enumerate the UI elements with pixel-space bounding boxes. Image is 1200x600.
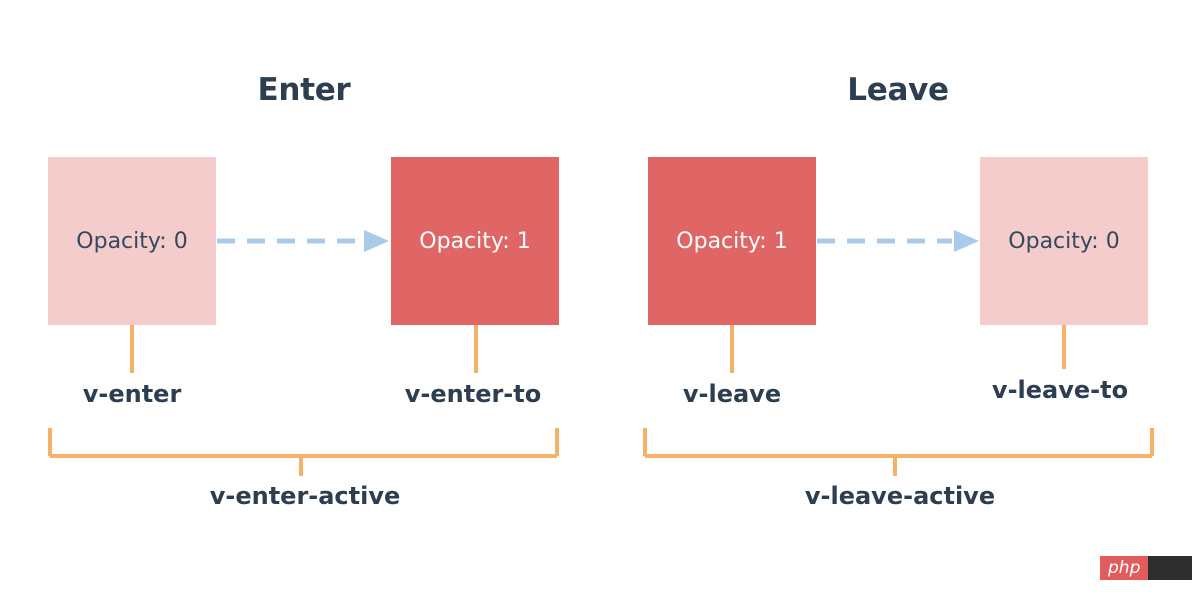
leave-end-class-label: v-leave-to [991,376,1129,404]
enter-start-box: Opacity: 0 [48,157,216,325]
enter-end-class-label: v-enter-to [404,380,542,408]
leave-end-box: Opacity: 0 [980,157,1148,325]
php-watermark-text: php [1100,556,1149,580]
enter-start-connector [130,325,134,373]
leave-start-box: Opacity: 1 [648,157,816,325]
enter-start-class-label: v-enter [82,380,182,408]
leave-start-connector [730,325,734,373]
enter-start-box-label: Opacity: 0 [76,228,188,254]
leave-arrow [817,230,979,252]
enter-end-connector [474,325,478,373]
enter-active-class-label: v-enter-active [209,482,401,510]
leave-active-bracket [643,428,1154,476]
enter-end-box-label: Opacity: 1 [419,228,531,254]
enter-heading: Enter [257,72,351,108]
leave-end-connector [1062,325,1066,369]
enter-arrow [217,230,389,252]
leave-start-class-label: v-leave [682,380,782,408]
leave-heading: Leave [847,72,949,108]
leave-start-box-label: Opacity: 1 [676,228,788,254]
enter-end-box: Opacity: 1 [391,157,559,325]
leave-active-class-label: v-leave-active [804,482,996,510]
enter-active-bracket [48,428,559,476]
leave-end-box-label: Opacity: 0 [1008,228,1120,254]
php-watermark: php [1100,556,1193,580]
php-watermark-bar [1148,556,1193,580]
